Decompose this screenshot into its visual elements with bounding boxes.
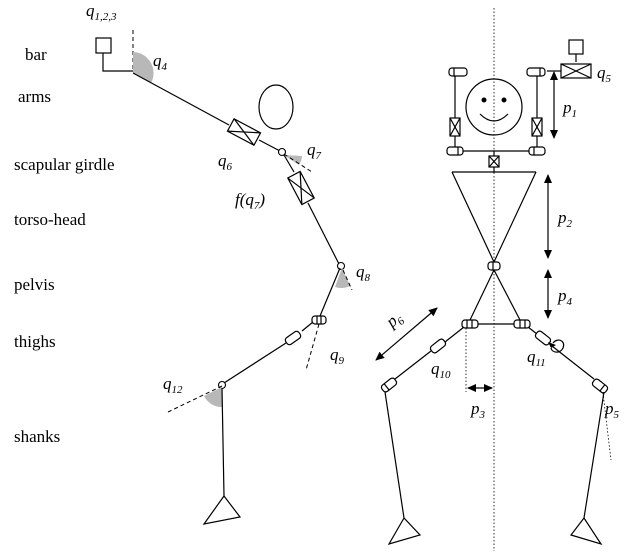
thigh-revolute-joint	[311, 315, 327, 325]
segment-label-torso-head: torso-head	[14, 210, 86, 229]
left-foot	[387, 517, 422, 545]
angle-q12-wedge	[204, 387, 222, 408]
left-shoulder-joint	[446, 146, 464, 156]
foot-triangle	[202, 494, 242, 525]
angle-q8-wedge	[335, 268, 350, 289]
torso-lower	[307, 202, 340, 265]
scapular-joint	[277, 147, 287, 157]
torso-left-edge	[451, 171, 495, 263]
left-knee-joint	[380, 377, 398, 393]
torso-prismatic-joint	[286, 170, 316, 206]
label-q8: q8	[356, 262, 371, 284]
smiley-head	[465, 78, 523, 136]
right-knee-joint	[591, 378, 609, 394]
head-ellipse	[258, 84, 294, 130]
smiley-mouth	[479, 113, 509, 122]
label-q12: q12	[163, 374, 183, 396]
label-q5: q5	[597, 63, 612, 85]
bar-square-front	[568, 39, 584, 55]
left-hip-joint	[461, 319, 479, 329]
label-q10: q10	[431, 359, 451, 381]
torso-upper	[283, 154, 295, 173]
segment-label-thighs: thighs	[14, 332, 56, 351]
label-p6: p6	[382, 307, 408, 334]
smiley-right-eye	[501, 97, 507, 103]
segment-label-pelvis: pelvis	[14, 275, 55, 294]
label-q6: q6	[218, 151, 233, 173]
bar-square	[95, 37, 112, 54]
q9-dashed	[305, 323, 320, 371]
label-q11: q11	[527, 347, 546, 369]
arm-upper	[132, 72, 230, 126]
q7-dashed	[283, 153, 313, 173]
hip-joint	[336, 261, 346, 271]
right-shank	[583, 391, 605, 519]
segment-labels: bar arms scapular girdle torso-head pelv…	[14, 45, 115, 446]
segment-label-shanks: shanks	[14, 427, 60, 446]
p5-axis-line	[602, 392, 612, 461]
waist-joint	[487, 261, 501, 271]
smiley-left-eye	[481, 97, 487, 103]
label-f-q7: f(q7)	[235, 190, 265, 212]
segment-label-bar: bar	[25, 45, 47, 64]
label-p3: p3	[470, 399, 486, 421]
shoulder-prismatic-joint	[226, 117, 262, 147]
arm-lower	[258, 139, 281, 152]
label-q4: q4	[153, 51, 168, 73]
left-hand-joint	[448, 67, 468, 77]
label-q123: q1,2,3	[86, 1, 117, 23]
q12-dashed	[167, 385, 223, 413]
side-view-model	[95, 30, 353, 525]
parameter-labels: p1 p2 p3 p4 p5 p6	[382, 98, 620, 421]
left-thigh	[394, 350, 432, 380]
right-foot	[569, 516, 603, 546]
segment-label-scapular-girdle: scapular girdle	[14, 155, 115, 174]
p6-arrow	[375, 307, 438, 361]
label-p5: p5	[604, 399, 620, 421]
q11-twist-arrow	[550, 339, 565, 353]
label-p1: p1	[562, 98, 577, 120]
label-q9: q9	[330, 345, 345, 367]
right-hand-joint	[526, 67, 546, 77]
label-q7: q7	[307, 140, 322, 162]
left-shank	[384, 391, 405, 519]
shank-segment	[221, 387, 225, 497]
thigh-segment	[223, 342, 287, 384]
label-p4: p4	[557, 286, 573, 308]
joint-labels: q1,2,3 q4 q5 q6 q7 f(q7) q8 q9 q10 q11 q…	[86, 1, 612, 396]
pelvis-link	[319, 267, 341, 317]
segment-label-arms: arms	[18, 87, 51, 106]
bar-link	[102, 53, 133, 72]
q8-dashed	[342, 269, 353, 291]
label-p2: p2	[557, 208, 573, 230]
right-thigh	[551, 345, 595, 380]
pelvis-left-edge	[469, 269, 495, 321]
thigh-sliding-joint	[284, 330, 302, 346]
bar-prismatic-joint	[560, 63, 592, 79]
right-hip-joint	[513, 319, 531, 329]
right-shoulder-joint	[528, 146, 546, 156]
left-thigh-slider	[429, 338, 447, 354]
torso-right-edge	[493, 171, 537, 263]
pelvis-right-edge	[493, 269, 521, 321]
front-view-model	[375, 8, 612, 551]
